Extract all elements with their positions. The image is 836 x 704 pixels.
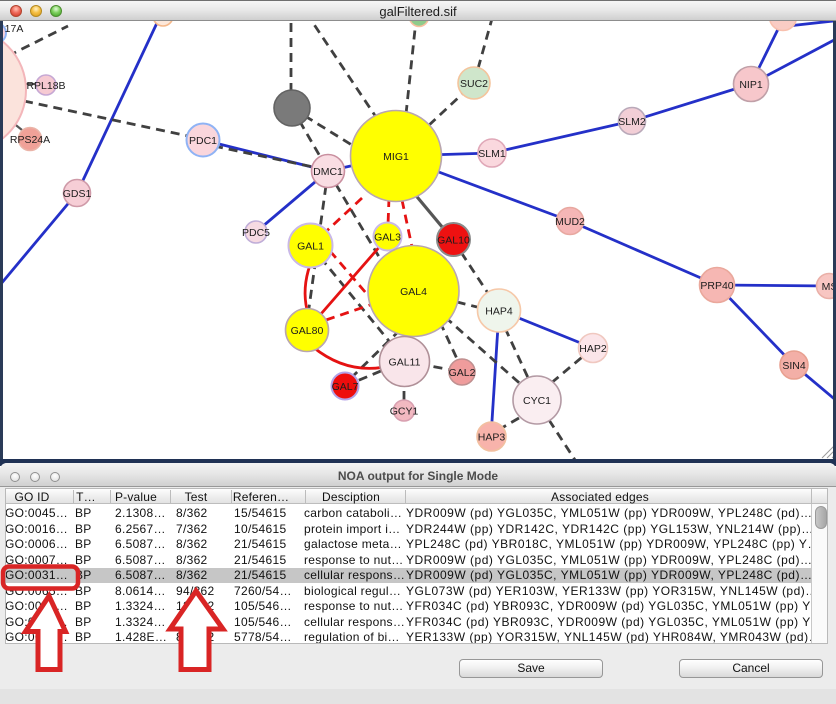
svg-text:HAP3: HAP3: [478, 432, 506, 444]
svg-text:RPL18B: RPL18B: [26, 80, 65, 92]
svg-text:PRP40: PRP40: [700, 280, 733, 292]
svg-text:MIG1: MIG1: [383, 151, 409, 163]
svg-text:17A: 17A: [5, 23, 24, 35]
svg-text:GAL4: GAL4: [400, 286, 427, 298]
svg-text:SUC2: SUC2: [460, 78, 488, 90]
svg-text:GAL1: GAL1: [297, 241, 324, 253]
svg-text:SLM2: SLM2: [618, 116, 646, 128]
svg-text:MSI: MSI: [822, 281, 836, 293]
svg-text:DMC1: DMC1: [313, 166, 343, 178]
svg-text:HAP2: HAP2: [579, 343, 607, 355]
svg-text:HAP4: HAP4: [485, 306, 513, 318]
svg-text:SLM1: SLM1: [478, 148, 506, 160]
svg-text:GAL3: GAL3: [374, 232, 401, 244]
svg-text:GAL2: GAL2: [449, 367, 476, 379]
svg-text:CYC1: CYC1: [523, 395, 551, 407]
svg-text:SIN4: SIN4: [782, 360, 806, 372]
svg-text:GDS1: GDS1: [63, 188, 92, 200]
svg-text:RPS24A: RPS24A: [10, 134, 50, 146]
svg-text:GAL7: GAL7: [332, 381, 359, 393]
svg-text:MUD2: MUD2: [555, 216, 585, 228]
svg-text:PDC5: PDC5: [242, 227, 270, 239]
svg-text:GAL80: GAL80: [291, 325, 324, 337]
svg-text:GAL11: GAL11: [389, 357, 421, 369]
svg-text:GAL10: GAL10: [437, 235, 470, 247]
svg-text:GCY1: GCY1: [390, 406, 419, 418]
svg-text:NIP1: NIP1: [739, 79, 763, 91]
svg-text:PDC1: PDC1: [189, 135, 217, 147]
